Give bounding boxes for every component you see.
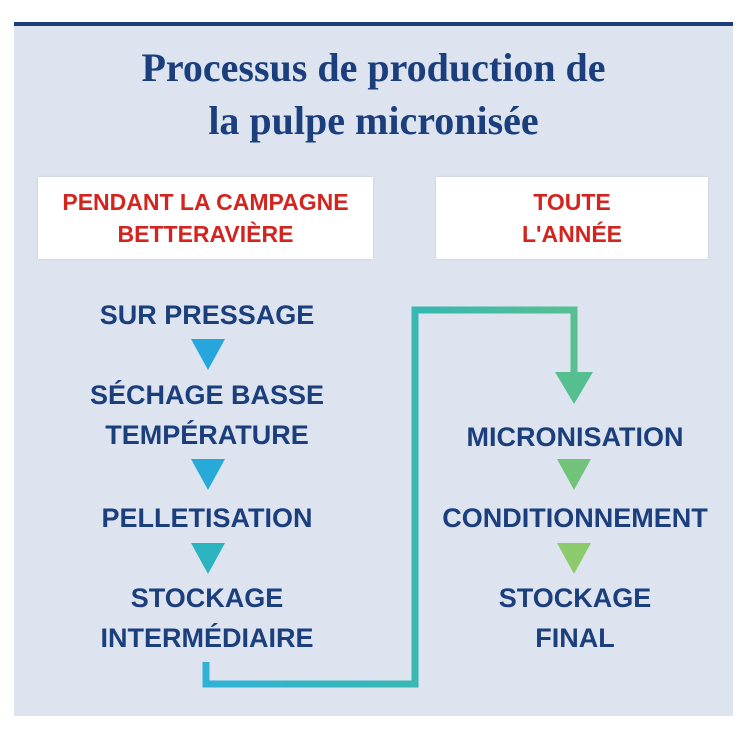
connector-arrowhead — [555, 372, 593, 404]
left-header-line-2: BETTERAVIÈRE — [117, 221, 294, 247]
step-label: CONDITIONNEMENT — [442, 503, 708, 533]
left-step-sur-pressage: SUR PRESSAGE — [37, 295, 377, 335]
diagram-panel — [14, 22, 733, 716]
connector-line — [202, 306, 578, 688]
right-step-stockage-final: STOCKAGE FINAL — [405, 578, 745, 658]
title-line-2: la pulpe micronisée — [208, 98, 539, 143]
step-label: STOCKAGE — [498, 583, 652, 613]
right-header-line-1: TOUTE — [533, 189, 611, 215]
left-step-pelletisation: PELLETISATION — [37, 498, 377, 538]
right-header-box: TOUTE L'ANNÉE — [436, 177, 708, 259]
step-label: SÉCHAGE BASSE — [89, 380, 325, 410]
top-rule — [14, 22, 733, 26]
step-label: STOCKAGE — [130, 583, 284, 613]
down-arrow-icon — [557, 543, 591, 574]
left-step-sechage: SÉCHAGE BASSE TEMPÉRATURE — [37, 375, 377, 455]
left-header-box: PENDANT LA CAMPAGNE BETTERAVIÈRE — [38, 177, 373, 259]
step-label: TEMPÉRATURE — [105, 420, 309, 450]
step-label: PELLETISATION — [101, 503, 313, 533]
down-arrow-icon — [191, 459, 225, 490]
step-label: FINAL — [535, 623, 615, 653]
title-line-1: Processus de production de — [141, 45, 606, 90]
step-label: SUR PRESSAGE — [99, 300, 315, 330]
down-arrow-icon — [557, 459, 591, 490]
left-header-line-1: PENDANT LA CAMPAGNE — [62, 189, 349, 215]
right-step-micronisation: MICRONISATION — [405, 417, 745, 457]
down-arrow-icon — [191, 339, 225, 370]
right-header-line-2: L'ANNÉE — [521, 221, 623, 247]
step-label: INTERMÉDIAIRE — [100, 623, 314, 653]
left-step-stockage-intermediaire: STOCKAGE INTERMÉDIAIRE — [37, 578, 377, 658]
down-arrow-icon — [191, 543, 225, 574]
right-step-conditionnement: CONDITIONNEMENT — [405, 498, 745, 538]
step-label: MICRONISATION — [466, 422, 684, 452]
